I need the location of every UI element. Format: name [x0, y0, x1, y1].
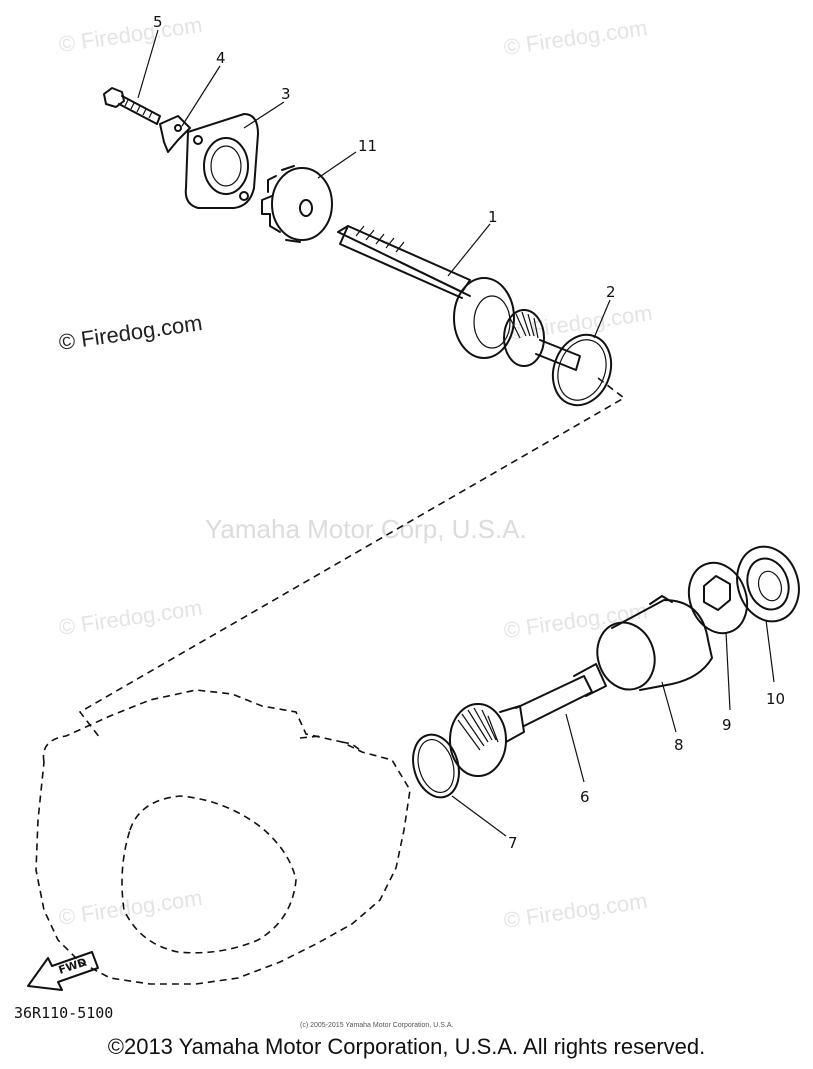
part-6-pinion-shaft: [449, 663, 607, 777]
watermark-bottom-left: © Firedog.com: [57, 885, 204, 930]
engine-case-outline: [35, 689, 411, 985]
callout-10: 10: [766, 690, 785, 708]
callout-3: 3: [281, 85, 291, 103]
part-2-shim: [551, 333, 613, 407]
callout-2: 2: [606, 283, 616, 301]
callout-7: 7: [508, 834, 518, 852]
watermark-bottom-right: © Firedog.com: [502, 888, 649, 933]
part-3-retainer-plate: [184, 113, 259, 209]
part-9-hex-washer: [687, 561, 749, 635]
callout-6: 6: [580, 788, 590, 806]
diagram-part-code: 36R110-5100: [14, 1004, 113, 1022]
watermark-right-mid: © Firedog.com: [507, 300, 654, 345]
callout-11: 11: [358, 137, 377, 155]
callout-5: 5: [153, 13, 163, 31]
callout-9: 9: [722, 716, 732, 734]
part-10-bearing: [736, 545, 800, 623]
part-5-bolt: [103, 87, 161, 125]
part-7-shim: [412, 733, 460, 799]
forward-arrow-icon: FWD: [27, 951, 99, 991]
watermark-center: Yamaha Motor Corp, U.S.A.: [205, 514, 527, 544]
alignment-dashed-line: [78, 377, 626, 739]
part-11-coupling: [261, 165, 333, 243]
leader-lines: [137, 29, 775, 837]
part-1-drive-shaft: [337, 225, 581, 371]
small-copyright-notice: (c) 2005-2015 Yamaha Motor Corporation, …: [300, 1022, 453, 1029]
callout-4: 4: [216, 49, 226, 67]
footer-copyright: ©2013 Yamaha Motor Corporation, U.S.A. A…: [107, 1034, 706, 1059]
part-8-bearing-sleeve: [596, 595, 713, 691]
callout-1: 1: [488, 208, 498, 226]
watermark-mid-left: © Firedog.com: [57, 595, 204, 640]
watermark-left-dark: © Firedog.com: [57, 310, 204, 355]
watermark-top-right: © Firedog.com: [502, 15, 649, 60]
callout-8: 8: [674, 736, 684, 754]
watermark-top-left: © Firedog.com: [57, 12, 204, 57]
part-4-lock-plate: [159, 115, 191, 153]
